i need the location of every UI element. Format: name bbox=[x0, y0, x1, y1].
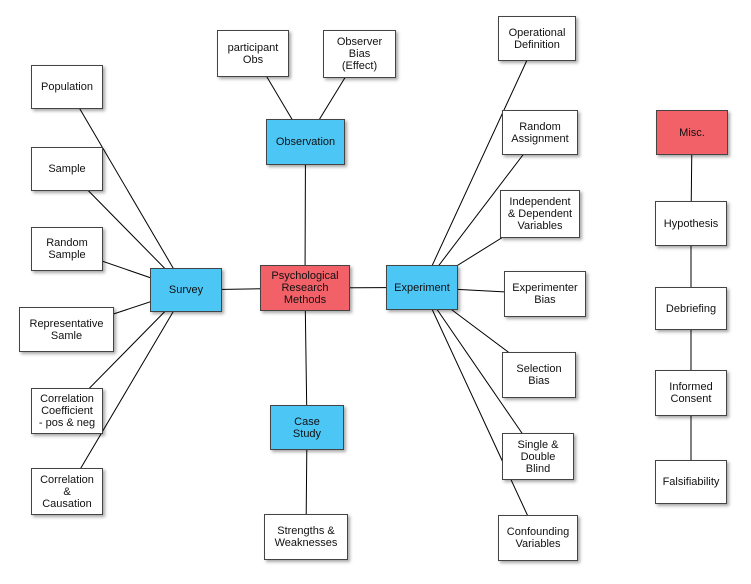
node-hypothesis[interactable]: Hypothesis bbox=[655, 201, 727, 246]
node-debriefing[interactable]: Debriefing bbox=[655, 287, 727, 330]
connector-center-observation bbox=[304, 141, 306, 289]
node-correlation-causation[interactable]: Correlation & Causation bbox=[31, 468, 103, 515]
connector-experiment-operational_def bbox=[421, 38, 538, 288]
connector-survey-population bbox=[66, 86, 187, 291]
connector-experiment-confounding bbox=[421, 287, 539, 539]
node-survey[interactable]: Survey bbox=[150, 268, 222, 312]
node-experimenter-bias[interactable]: Experimenter Bias bbox=[504, 271, 586, 317]
node-misc[interactable]: Misc. bbox=[656, 110, 728, 155]
node-random-sample[interactable]: Random Sample bbox=[31, 227, 103, 271]
node-observer-bias[interactable]: Observer Bias (Effect) bbox=[323, 30, 396, 78]
node-confounding-variables[interactable]: Confounding Variables bbox=[498, 515, 578, 561]
node-population[interactable]: Population bbox=[31, 65, 103, 109]
connector-experiment-random_assignment bbox=[421, 132, 541, 288]
node-observation[interactable]: Observation bbox=[266, 119, 345, 165]
node-random-assignment[interactable]: Random Assignment bbox=[502, 110, 578, 155]
node-independent-dependent-variables[interactable]: Independent & Dependent Variables bbox=[500, 190, 580, 238]
node-participant-obs[interactable]: participant Obs bbox=[217, 30, 289, 77]
node-operational-definition[interactable]: Operational Definition bbox=[498, 16, 576, 61]
node-falsifiability[interactable]: Falsifiability bbox=[655, 460, 727, 504]
connector-center-case_study bbox=[304, 287, 308, 428]
connector-survey-correlation_cause bbox=[66, 289, 187, 492]
node-representative-sample[interactable]: Representative Samle bbox=[19, 307, 114, 352]
node-sample[interactable]: Sample bbox=[31, 147, 103, 191]
node-selection-bias[interactable]: Selection Bias bbox=[502, 352, 576, 398]
node-experiment[interactable]: Experiment bbox=[386, 265, 458, 310]
node-single-double-blind[interactable]: Single & Double Blind bbox=[502, 433, 574, 480]
node-strengths-weaknesses[interactable]: Strengths & Weaknesses bbox=[264, 514, 348, 560]
connector-experiment-double_blind bbox=[421, 287, 539, 457]
node-psychological-research-methods[interactable]: Psychological Research Methods bbox=[260, 265, 350, 311]
node-correlation-coefficient[interactable]: Correlation Coefficient - pos & neg bbox=[31, 388, 103, 434]
node-informed-consent[interactable]: Informed Consent bbox=[655, 370, 727, 416]
node-case-study[interactable]: Case Study bbox=[270, 405, 344, 450]
